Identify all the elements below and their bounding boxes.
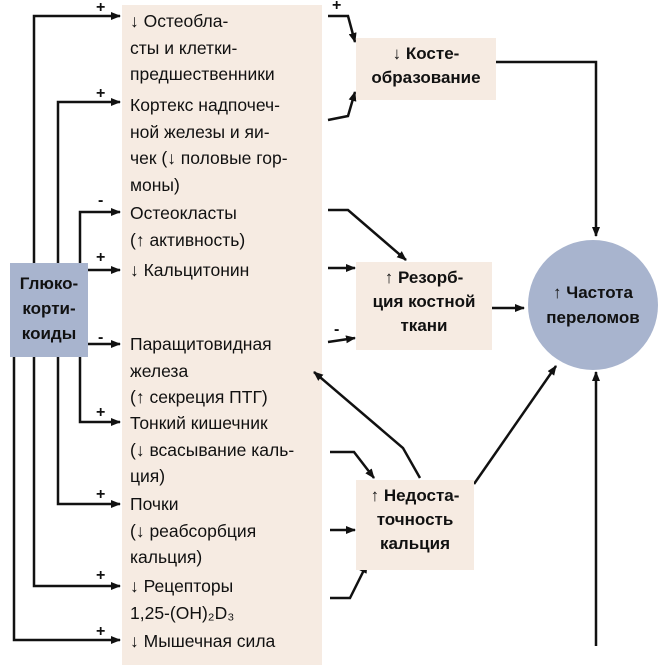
circle-line: ↑ Частота	[553, 283, 633, 302]
box-line: ↓ Косте-	[392, 44, 460, 63]
sign-resorption-in: -	[334, 321, 340, 338]
box-bone-formation: ↓ Косте- образование	[356, 38, 496, 100]
box-line: точность	[376, 510, 454, 529]
effect-osteoclasts: Остеокласты (↑ активность)	[130, 200, 320, 253]
effect-osteoblasts: ↓ Остеобла- сты и клетки- предшественник…	[130, 8, 320, 88]
effect-line: сты и клетки-	[130, 37, 238, 58]
osteoclasts-to-resorption	[328, 208, 407, 261]
effect-line: ция)	[130, 466, 166, 487]
box-line: ↑ Резорб-	[384, 268, 464, 287]
feed-osteoblasts	[32, 12, 121, 263]
feed-cortex	[56, 98, 121, 263]
sign-kidney: +	[96, 486, 106, 503]
sign-calcitonin: +	[96, 249, 106, 266]
effect-line: предшественники	[130, 64, 275, 85]
effect-line: (↑ активность)	[130, 229, 246, 250]
effect-line: (↓ реабсорбция	[130, 520, 257, 541]
fracture-rate-circle: ↑ Частота переломов	[528, 240, 658, 370]
effect-line: чек (↓ половые гор-	[130, 148, 288, 169]
glucocorticoid-osteoporosis-diagram: + + - + - + + + + + - ↓ Остеобла- сты и …	[10, 0, 658, 665]
effect-line: 1,25-(OH)₂D₃	[130, 602, 235, 623]
effect-adrenal-gonads: Кортекс надпочеч- ной железы и яи- чек (…	[130, 92, 320, 198]
feed-osteoclasts	[78, 208, 121, 263]
effect-line: Тонкий кишечник	[130, 413, 268, 433]
intestine-to-deficiency	[330, 450, 375, 479]
effect-line: (↑ секреция ПТГ)	[130, 387, 268, 408]
circle-line: переломов	[546, 308, 640, 327]
deficiency-to-parathyroid	[313, 371, 422, 479]
effect-line: железа	[130, 360, 189, 381]
sign-intestine: +	[96, 404, 106, 421]
effect-line: (↓ всасывание каль-	[130, 439, 295, 460]
effect-line: Почки	[130, 494, 179, 514]
effects-panel	[122, 5, 322, 665]
deficiency-to-fracture	[472, 365, 558, 485]
box-line: образование	[371, 68, 481, 87]
effect-small-intestine: Тонкий кишечник (↓ всасывание каль- ция)	[130, 410, 320, 490]
gluco-line: корти-	[22, 299, 76, 318]
gluco-line: Глюко-	[19, 274, 79, 293]
box-line: ция костной	[372, 292, 476, 311]
sign-receptors: +	[96, 567, 106, 584]
box-calcium-deficiency: ↑ Недоста- точность кальция	[356, 480, 474, 570]
sign-cortex: +	[96, 85, 106, 102]
sign-osteoclasts: -	[98, 192, 104, 209]
effect-line: кальция)	[130, 547, 203, 568]
feed-intestine	[78, 357, 121, 426]
receptors-to-deficiency	[330, 563, 369, 600]
effect-calcitonin: ↓ Кальцитонин	[130, 257, 320, 284]
box-bone-resorption: ↑ Резорб- ция костной ткани	[356, 262, 492, 350]
feed-receptors	[32, 357, 121, 590]
effect-line: ↓ Рецепторы	[130, 576, 234, 596]
effect-line: ↓ Мышечная сила	[130, 631, 276, 651]
box-line: ↑ Недоста-	[370, 486, 460, 505]
feed-muscle	[12, 357, 121, 644]
effect-line: ной железы и яи-	[130, 121, 270, 142]
effect-line: Паращитовидная	[130, 334, 272, 354]
sign-parathyroid: -	[98, 329, 104, 346]
effect-parathyroid: Паращитовидная железа (↑ секреция ПТГ)	[130, 331, 320, 411]
connector-arrows	[12, 12, 600, 646]
osteoblasts-to-formation	[328, 14, 357, 43]
gluco-line: коиды	[21, 324, 77, 343]
sign-osteoblasts: +	[96, 0, 106, 16]
effect-kidneys: Почки (↓ реабсорбция кальция)	[130, 491, 320, 571]
effect-line: моны)	[130, 174, 180, 195]
feed-kidney	[56, 357, 121, 508]
glucocorticoids-box: Глюко- корти- коиды	[10, 263, 88, 357]
effect-muscle-strength: ↓ Мышечная сила	[130, 628, 320, 655]
effect-line: Кортекс надпочеч-	[130, 95, 280, 115]
effect-line: ↓ Остеобла-	[130, 11, 229, 31]
effect-receptors: ↓ Рецепторы 1,25-(OH)₂D₃	[130, 573, 320, 626]
sign-formation-in: +	[332, 0, 342, 14]
parathyroid-to-resorption	[327, 335, 356, 344]
sign-muscle: +	[96, 623, 106, 640]
effect-line: ↓ Кальцитонин	[130, 260, 250, 280]
box-line: кальция	[379, 534, 451, 553]
effect-line: Остеокласты	[130, 203, 237, 223]
box-line: ткани	[400, 316, 448, 335]
cortex-to-formation	[327, 91, 357, 122]
formation-to-fracture	[496, 60, 600, 237]
